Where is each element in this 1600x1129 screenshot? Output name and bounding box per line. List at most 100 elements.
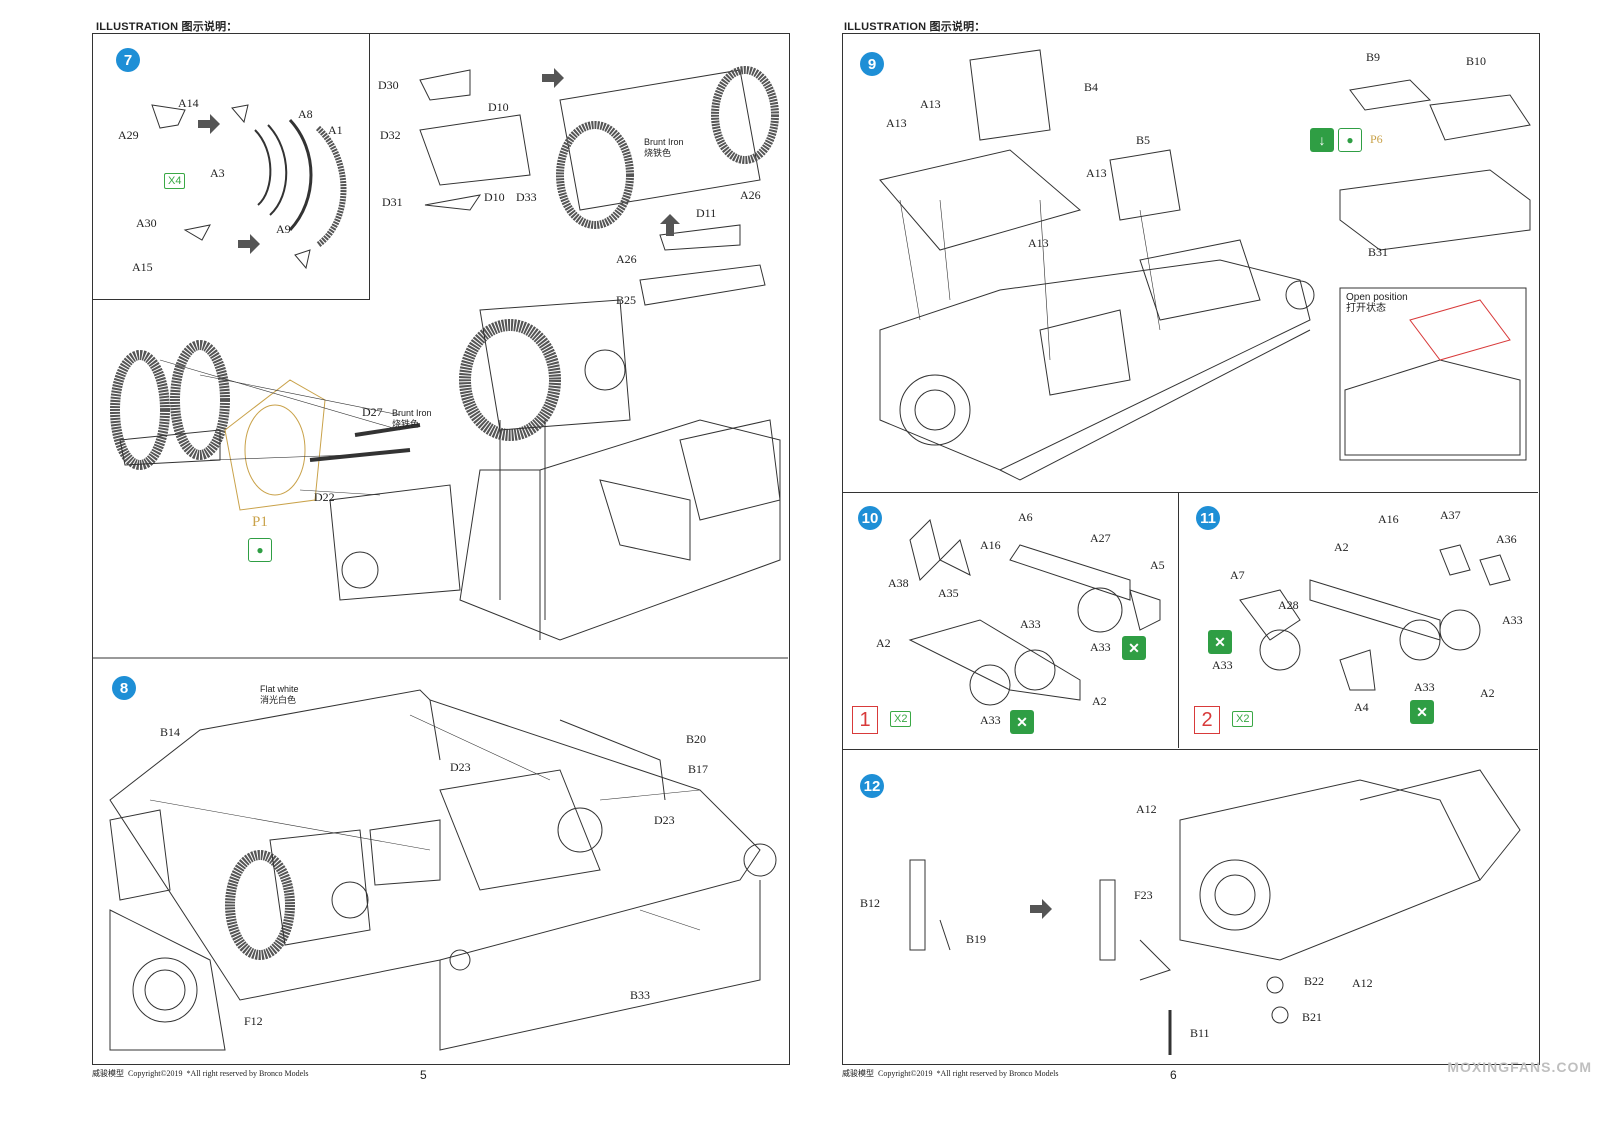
part-label-A14: A14 [178, 96, 199, 110]
part-label-A33: A33 [1090, 640, 1111, 654]
part-label-A33: A33 [1502, 613, 1523, 627]
step7-inset-box [92, 33, 370, 300]
no-glue-icon: ✕ [1410, 700, 1434, 724]
part-label-A37: A37 [1440, 508, 1461, 522]
footer-brand: 威骏模型 [842, 1069, 874, 1078]
footer-copyright: Copyright©2019 [878, 1069, 933, 1078]
paint-icon: ● [248, 538, 272, 562]
part-label-B31: B31 [1368, 245, 1389, 259]
page-number: 5 [420, 1068, 427, 1082]
part-label-F12: F12 [244, 1014, 263, 1028]
part-label-A26: A26 [740, 188, 761, 202]
part-label-A33: A33 [1212, 658, 1233, 672]
footer-copyright: Copyright©2019 [128, 1069, 183, 1078]
part-label-D22: D22 [314, 490, 335, 504]
part-label-A2: A2 [876, 636, 891, 650]
step-badge-7: 7 [116, 48, 140, 72]
part-label-A2: A2 [1480, 686, 1495, 700]
step-badge-8: 8 [112, 676, 136, 700]
paint-note: Flat white 消光白色 [260, 684, 299, 706]
step-badge-10: 10 [858, 506, 882, 530]
part-label-B10: B10 [1466, 54, 1487, 68]
part-label-A1: A1 [328, 123, 343, 137]
part-label-A4: A4 [1354, 700, 1369, 714]
paint-note: Brunt Iron 烧铁色 [392, 408, 432, 430]
part-label-B11: B11 [1190, 1026, 1210, 1040]
right-page: ILLUSTRATION 图示说明： [840, 0, 1600, 1129]
paint-icon: ● [1338, 128, 1362, 152]
column-divider [1178, 492, 1179, 748]
sub-step-number: 2 [1194, 706, 1220, 734]
part-label-B21: B21 [1302, 1010, 1323, 1024]
multiplier-badge: X2 [1232, 711, 1254, 727]
page-number: 6 [1170, 1068, 1177, 1082]
part-label-A33: A33 [1414, 680, 1435, 694]
page-footer: 威骏模型 Copyright©2019 *All right reserved … [842, 1068, 1059, 1079]
open-position-en: Open position [1346, 292, 1408, 303]
part-label-A16: A16 [980, 538, 1001, 552]
no-glue-icon: ✕ [1208, 630, 1232, 654]
paint-note-en: Brunt Iron [644, 137, 684, 147]
footer-rights: *All right reserved by Bronco Models [936, 1069, 1059, 1078]
part-label-A30: A30 [136, 216, 157, 230]
watermark: MOXINGFANS.COM [1447, 1059, 1592, 1075]
footer-brand: 威骏模型 [92, 1069, 124, 1078]
step-badge-9: 9 [860, 52, 884, 76]
part-label-D10: D10 [488, 100, 509, 114]
open-position-note: Open position 打开状态 [1346, 292, 1408, 314]
sub-step-number: 1 [852, 706, 878, 734]
part-label-B19: B19 [966, 932, 987, 946]
paint-note-en: Brunt Iron [392, 408, 432, 418]
part-label-A13: A13 [1028, 236, 1049, 250]
part-label-B5: B5 [1136, 133, 1151, 147]
part-label-A12: A12 [1136, 802, 1157, 816]
part-label-D23: D23 [654, 813, 675, 827]
multiplier-badge: X2 [890, 711, 912, 727]
part-label-B4: B4 [1084, 80, 1099, 94]
no-glue-icon: ✕ [1122, 636, 1146, 660]
left-page: ILLUSTRATION 图示说明： 7 [92, 21, 790, 1082]
footer-rights: *All right reserved by Bronco Models [186, 1069, 309, 1078]
instruction-frame [842, 33, 1540, 1065]
instruction-frame [92, 33, 790, 1065]
step-badge-11: 11 [1196, 506, 1220, 530]
part-label-A15: A15 [132, 260, 153, 274]
step-badge-12: 12 [860, 774, 884, 798]
glue-icon: ↓ [1310, 128, 1334, 152]
part-label-D27: D27 [362, 405, 383, 419]
part-label-B25: B25 [616, 293, 637, 307]
part-label-A12: A12 [1352, 976, 1373, 990]
decal-label-P1: P1 [252, 514, 268, 530]
part-label-A9: A9 [276, 222, 291, 236]
part-label-A2: A2 [1092, 694, 1107, 708]
part-label-A36: A36 [1496, 532, 1517, 546]
part-label-A7: A7 [1230, 568, 1245, 582]
part-label-F23: F23 [1134, 888, 1153, 902]
step9-12-line-art [879, 49, 1531, 1055]
part-label-A13: A13 [1086, 166, 1107, 180]
part-label-B33: B33 [630, 988, 651, 1002]
page-header: ILLUSTRATION 图示说明： [844, 21, 986, 33]
part-label-B17: B17 [688, 762, 709, 776]
open-position-cn: 打开状态 [1346, 303, 1386, 314]
part-label-B9: B9 [1366, 50, 1381, 64]
paint-note-cn: 消光白色 [260, 695, 297, 705]
part-label-D32: D32 [380, 128, 401, 142]
part-label-D30: D30 [378, 78, 399, 92]
part-label-A3: A3 [210, 166, 225, 180]
part-label-A13: A13 [920, 97, 941, 111]
part-label-A33: A33 [1020, 617, 1041, 631]
step7-8-line-art [92, 66, 788, 1051]
part-label-A8: A8 [298, 107, 313, 121]
part-label-D31: D31 [382, 195, 403, 209]
part-label-A29: A29 [118, 128, 139, 142]
part-label-A16: A16 [1378, 512, 1399, 526]
part-label-D23: D23 [450, 760, 471, 774]
part-label-A27: A27 [1090, 531, 1111, 545]
part-label-A13: A13 [886, 116, 907, 130]
part-label-D33: D33 [516, 190, 537, 204]
decal-label-P6: P6 [1370, 132, 1383, 146]
part-label-A5: A5 [1150, 558, 1165, 572]
part-label-D11: D11 [696, 206, 717, 220]
part-label-A6: A6 [1018, 510, 1033, 524]
